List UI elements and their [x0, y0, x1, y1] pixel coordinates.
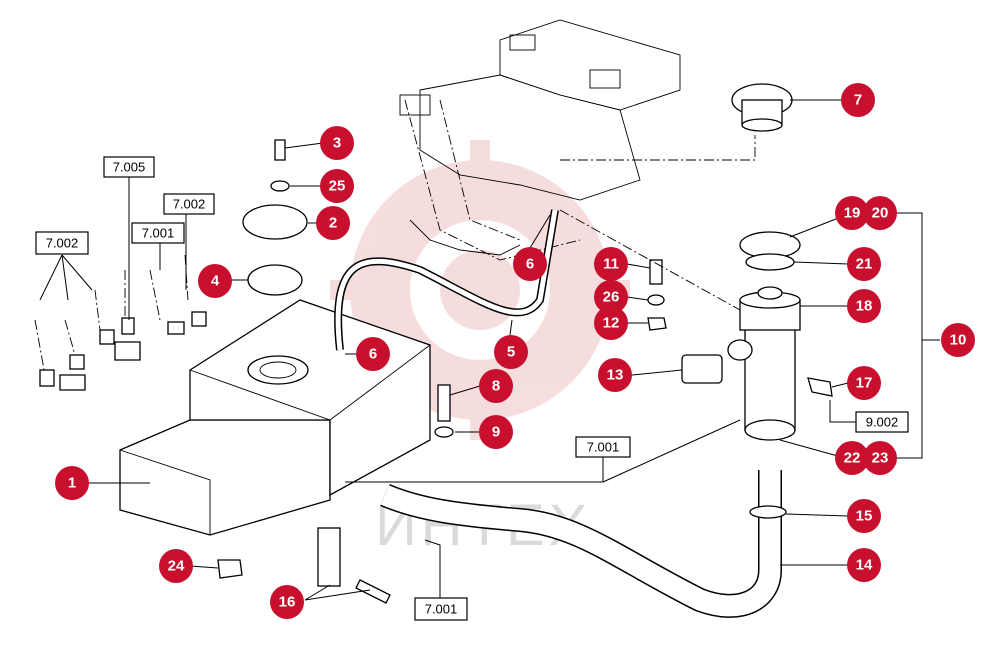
svg-text:4: 4 [211, 273, 220, 290]
gasket-ring [247, 264, 303, 296]
svg-text:14: 14 [856, 557, 873, 574]
left-fittings [34, 254, 207, 391]
svg-text:20: 20 [872, 205, 889, 222]
callout-9[interactable]: 9 [479, 415, 513, 449]
ref-box-7001-left [131, 222, 185, 244]
cover-plate [242, 204, 308, 240]
svg-text:9: 9 [492, 424, 500, 441]
callout-1[interactable]: 1 [55, 466, 89, 500]
callout-14[interactable]: 14 [847, 548, 881, 582]
callout-4[interactable]: 4 [198, 264, 232, 298]
filter-housing [739, 231, 801, 441]
svg-text:26: 26 [603, 289, 620, 306]
ref-box-7002-left [35, 231, 89, 255]
svg-text:2: 2 [329, 215, 337, 232]
bolt-3 [274, 139, 286, 161]
callout-19[interactable]: 19 [835, 196, 869, 230]
callout-22[interactable]: 22 [835, 441, 869, 475]
drain-plug-24 [217, 559, 243, 579]
svg-text:17: 17 [856, 375, 873, 392]
ref-label-7002-left: 7.002 [46, 236, 79, 251]
ref-box-7001-middle [575, 436, 631, 458]
ref-box-9002 [855, 411, 909, 433]
sight-glass-16 [317, 527, 341, 587]
svg-text:19: 19 [844, 205, 861, 222]
callout-20[interactable]: 20 [863, 196, 897, 230]
svg-text:25: 25 [329, 178, 346, 195]
screw-8 [437, 384, 451, 422]
svg-text:7: 7 [854, 92, 862, 109]
ref-label-7005: 7.005 [113, 160, 146, 175]
callout-21[interactable]: 21 [847, 247, 881, 281]
callout-18[interactable]: 18 [847, 289, 881, 323]
callout-25[interactable]: 25 [320, 169, 354, 203]
ref-box-7001-bottom [414, 597, 468, 621]
washer-26 [647, 294, 665, 306]
callout-12[interactable]: 12 [594, 306, 628, 340]
svg-text:15: 15 [856, 508, 873, 525]
callout-7[interactable]: 7 [841, 83, 875, 117]
svg-text:16: 16 [279, 594, 296, 611]
ref-box-7005 [103, 156, 155, 178]
callout-11[interactable]: 11 [594, 247, 628, 281]
callout-17[interactable]: 17 [847, 366, 881, 400]
screw-11 [649, 259, 663, 285]
callout-24[interactable]: 24 [159, 549, 193, 583]
svg-text:12: 12 [603, 315, 620, 332]
svg-text:3: 3 [333, 135, 341, 152]
svg-text:11: 11 [603, 256, 619, 273]
svg-text:6: 6 [369, 346, 377, 363]
callout-23[interactable]: 23 [863, 441, 897, 475]
svg-text:1: 1 [68, 475, 76, 492]
ref-label-7001-middle: 7.001 [587, 440, 620, 455]
breather-cap [731, 83, 793, 132]
leader-lines [39, 99, 940, 601]
nut-12 [647, 317, 667, 331]
callout-15[interactable]: 15 [847, 499, 881, 533]
reference-boxes: 7.005 7.002 7.002 7.001 7.001 7.001 9.00… [35, 156, 909, 621]
svg-text:10: 10 [950, 332, 967, 349]
callout-6-tank[interactable]: 6 [356, 337, 390, 371]
callout-8[interactable]: 8 [479, 369, 513, 403]
callout-13[interactable]: 13 [598, 358, 632, 392]
adapter-13 [681, 339, 753, 384]
clamp-15 [749, 505, 787, 519]
callout-26[interactable]: 26 [594, 280, 628, 314]
callout-6-frame[interactable]: 6 [513, 247, 547, 281]
callout-5[interactable]: 5 [494, 335, 528, 369]
svg-text:6: 6 [526, 256, 534, 273]
washer-9 [434, 426, 454, 438]
callout-3[interactable]: 3 [320, 126, 354, 160]
svg-text:24: 24 [168, 558, 185, 575]
ref-label-7001-left: 7.001 [142, 226, 175, 241]
svg-text:8: 8 [492, 378, 500, 395]
callout-10[interactable]: 10 [941, 323, 975, 357]
ref-label-7002-right: 7.002 [173, 197, 206, 212]
frame-assembly [399, 19, 681, 261]
bolt-16 [355, 579, 391, 604]
callout-2[interactable]: 2 [316, 206, 350, 240]
svg-text:5: 5 [507, 344, 515, 361]
callout-16[interactable]: 16 [270, 585, 304, 619]
ref-label-9002: 9.002 [866, 415, 899, 430]
svg-text:22: 22 [844, 450, 861, 467]
svg-text:13: 13 [607, 367, 624, 384]
svg-text:21: 21 [856, 256, 873, 273]
svg-text:18: 18 [856, 298, 873, 315]
washer-25 [270, 180, 290, 192]
callouts: 1 2 3 4 5 6 6 7 8 9 10 11 12 13 14 15 16… [55, 83, 975, 619]
svg-text:23: 23 [872, 450, 889, 467]
valve-17 [807, 377, 833, 397]
ref-label-7001-bottom: 7.001 [425, 602, 458, 617]
ref-box-7002-right [163, 193, 215, 215]
